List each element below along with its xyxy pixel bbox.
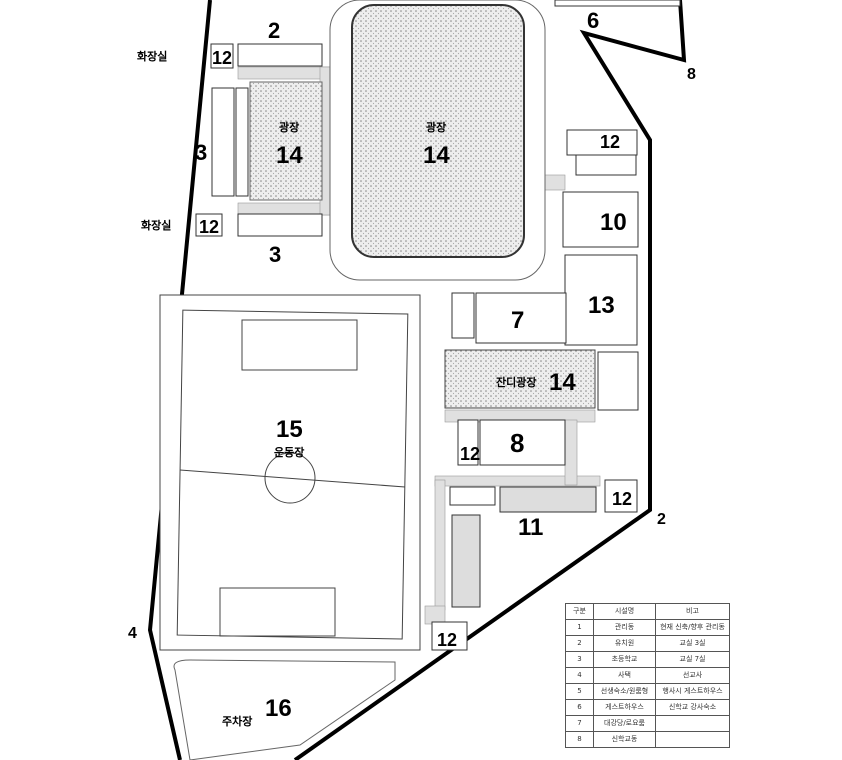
field-center-line [179, 469, 406, 488]
legend-cell: 사택 [593, 667, 656, 684]
parking-area [173, 659, 396, 760]
map-label: 2 [268, 18, 280, 43]
legend-cell: 선교사 [655, 667, 730, 684]
legend-cell: 초등학교 [593, 651, 656, 668]
legend-cell: 유치원 [593, 635, 656, 652]
map-label: 운동장 [274, 445, 304, 459]
legend-cell: 5 [565, 683, 594, 700]
legend-cell: 신학교 강사숙소 [655, 699, 730, 716]
site-boundary [147, 0, 212, 760]
legend-cell: 2 [565, 635, 594, 652]
map-label: 12 [612, 489, 632, 509]
legend-cell: 신학교동 [593, 731, 656, 748]
map-label: 14 [276, 142, 303, 169]
legend-header-cell: 구분 [565, 603, 594, 620]
map-label: 6 [587, 8, 599, 33]
label-toilet: 화장실 [137, 49, 167, 63]
legend-cell: 1 [565, 619, 594, 636]
legend-cell: 행사시 게스트하우스 [655, 683, 730, 700]
legend-cell: 8 [565, 731, 594, 748]
legend-cell: 3 [565, 651, 594, 668]
map-label: 광장 [279, 120, 299, 134]
map-label: 12 [199, 217, 219, 237]
map-label: 11 [518, 514, 543, 541]
map-label: 16 [265, 695, 292, 722]
map-label: 잔디광장 [496, 375, 536, 389]
legend-cell: 관리동 [593, 619, 656, 636]
map-label: 3 [269, 242, 281, 267]
legend-cell: 6 [565, 699, 594, 716]
map-label: 12 [600, 132, 620, 152]
field-penalty-box [219, 587, 336, 637]
legend-cell: 7 [565, 715, 594, 732]
map-label: 14 [549, 369, 576, 396]
map-label: 8 [687, 66, 696, 83]
map-label: 12 [460, 444, 480, 464]
legend-cell: 선생숙소/원룸형 [593, 683, 656, 700]
legend-cell: 게스트하우스 [593, 699, 656, 716]
legend-cell [655, 715, 730, 732]
field-penalty-box [241, 319, 358, 371]
map-label: 12 [437, 630, 457, 650]
label-toilet: 화장실 [141, 218, 171, 232]
legend-header-cell: 비고 [655, 603, 730, 620]
plaza-big [351, 4, 525, 258]
map-label: 8 [510, 428, 524, 458]
lawn-plaza [444, 349, 596, 409]
map-label: 2 [657, 511, 666, 528]
site-boundary-right [293, 0, 687, 760]
legend-cell: 대강당/로요룸 [593, 715, 656, 732]
map-label: 10 [600, 209, 627, 236]
map-label: 3 [195, 140, 207, 165]
sports-field [176, 309, 409, 640]
legend-cell: 현재 신축/향후 관리동 [655, 619, 730, 636]
map-label: 14 [423, 142, 450, 169]
map-label: 4 [128, 625, 137, 642]
legend-cell [655, 731, 730, 748]
legend-cell: 교실 3실 [655, 635, 730, 652]
roads [237, 66, 601, 625]
field-center-circle [264, 452, 316, 504]
sports-field-outer [159, 294, 421, 651]
legend-cell: 4 [565, 667, 594, 684]
legend-header-cell: 시설명 [593, 603, 656, 620]
map-label: 주차장 [222, 714, 252, 728]
map-label: 광장 [426, 120, 446, 134]
map-label: 12 [212, 48, 232, 68]
map-label: 15 [276, 416, 303, 443]
plaza-small [249, 81, 323, 201]
buildings [195, 0, 681, 651]
legend-cell: 교실 7실 [655, 651, 730, 668]
map-label: 13 [588, 292, 615, 319]
map-label: 7 [511, 307, 524, 334]
